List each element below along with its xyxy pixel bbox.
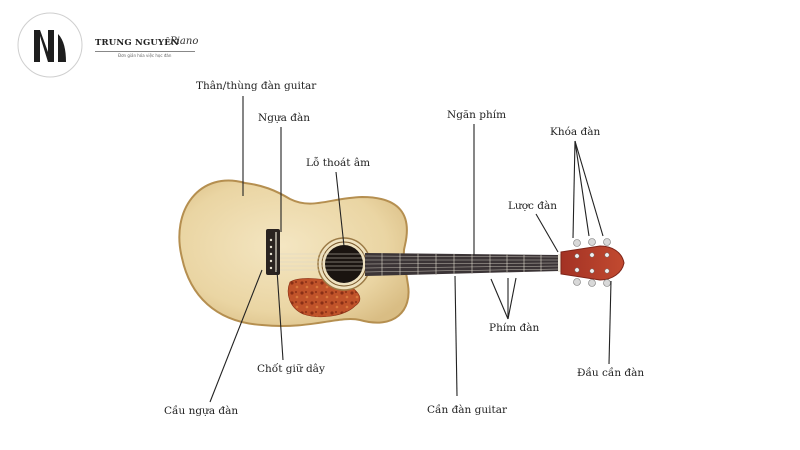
line-saddle [209,269,263,403]
line-fret-3 [507,277,517,320]
line-fret-1 [490,278,509,320]
tuning-pegs [573,238,611,287]
line-headstock [608,280,612,365]
brand-divider [95,51,195,52]
bridge [266,229,280,275]
brand-script: Piano [170,36,199,47]
label-body: Thân/thùng đàn guitar [196,80,317,92]
label-bridge-pins: Chốt giữ dây [257,363,325,375]
brand-tagline: Đơn giản hóa việc học đàn [118,53,172,58]
label-tuners: Khóa đàn [550,126,601,138]
label-neck: Cần đàn guitar [427,404,507,416]
label-frets: Phím đàn [489,322,540,334]
brand-name: TRUNG NGUYÊN [95,38,179,48]
strings-body [280,253,370,271]
label-headstock: Đầu cần đàn [577,367,645,379]
headstock [560,238,625,287]
line-tuner-1 [572,140,576,239]
line-bridge-pins [276,269,284,361]
label-nut: Lược đàn [508,200,558,212]
label-soundhole: Lỗ thoát âm [306,157,371,169]
line-tuner-2 [574,140,590,237]
line-neck [454,275,458,397]
label-fretboard: Ngăn phím [447,109,507,121]
annotation-lines [209,96,612,403]
line-nut [535,213,559,253]
nut [558,254,561,272]
label-saddle: Cầu ngựa đàn [164,405,239,417]
line-soundhole [335,171,345,247]
piano-logo-icon [34,30,66,62]
label-bridge: Ngựa đàn [258,112,311,124]
brand-logo[interactable] [17,12,83,78]
neck [364,253,561,276]
line-tuner-3 [574,140,604,237]
